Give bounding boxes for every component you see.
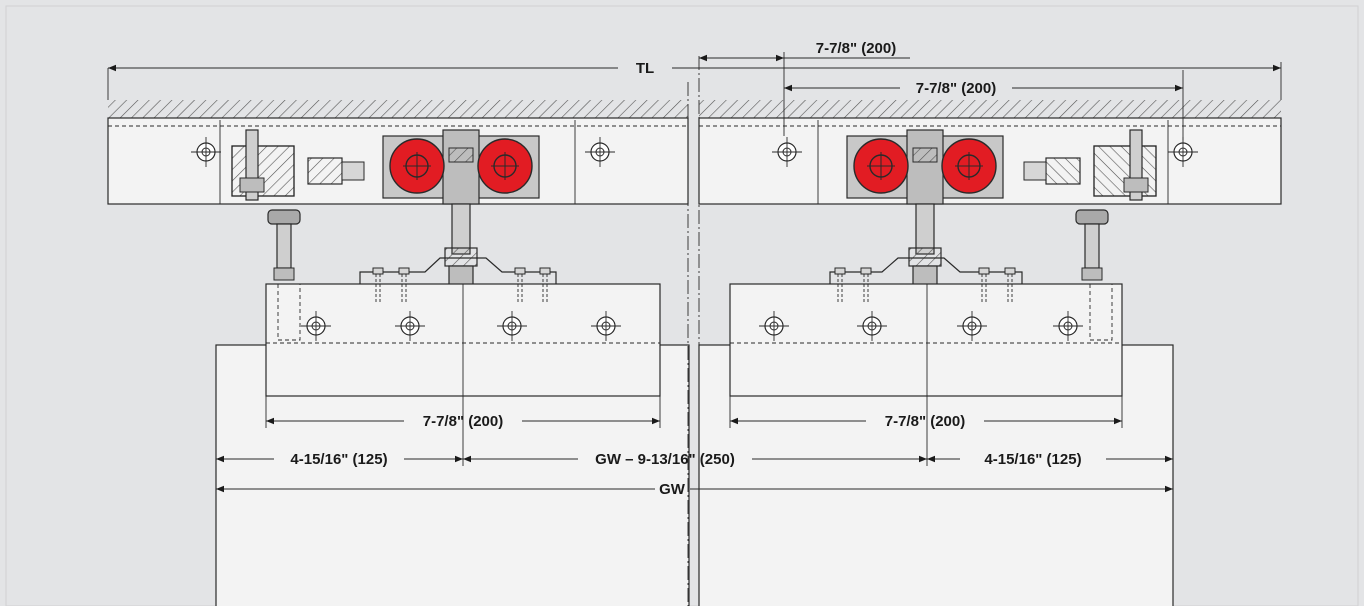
dimension-label-tl: TL xyxy=(636,60,654,77)
center-lines xyxy=(687,56,700,606)
drawing-frame xyxy=(5,5,1359,606)
dimension-label-top-offset: 7-7/8" (200) xyxy=(816,40,897,57)
dimension-label-plate-right: 7-7/8" (200) xyxy=(885,413,966,430)
roller-carriage-left xyxy=(382,129,540,287)
dimension-lines xyxy=(107,52,1282,496)
ceiling-hatch xyxy=(108,100,1281,118)
dimension-label-plate-left: 7-7/8" (200) xyxy=(423,413,504,430)
dimension-label-edge-left: 4-15/16" (125) xyxy=(290,451,387,468)
dimension-label-edge-right: 4-15/16" (125) xyxy=(984,451,1081,468)
dimension-label-middle: GW – 9-13/16" (250) xyxy=(595,451,735,468)
dimension-label-gw: GW xyxy=(659,481,686,498)
roller-carriage-right xyxy=(846,129,1004,287)
dimension-label-stopper-offset: 7-7/8" (200) xyxy=(916,80,997,97)
clamp-plates xyxy=(265,257,1123,397)
